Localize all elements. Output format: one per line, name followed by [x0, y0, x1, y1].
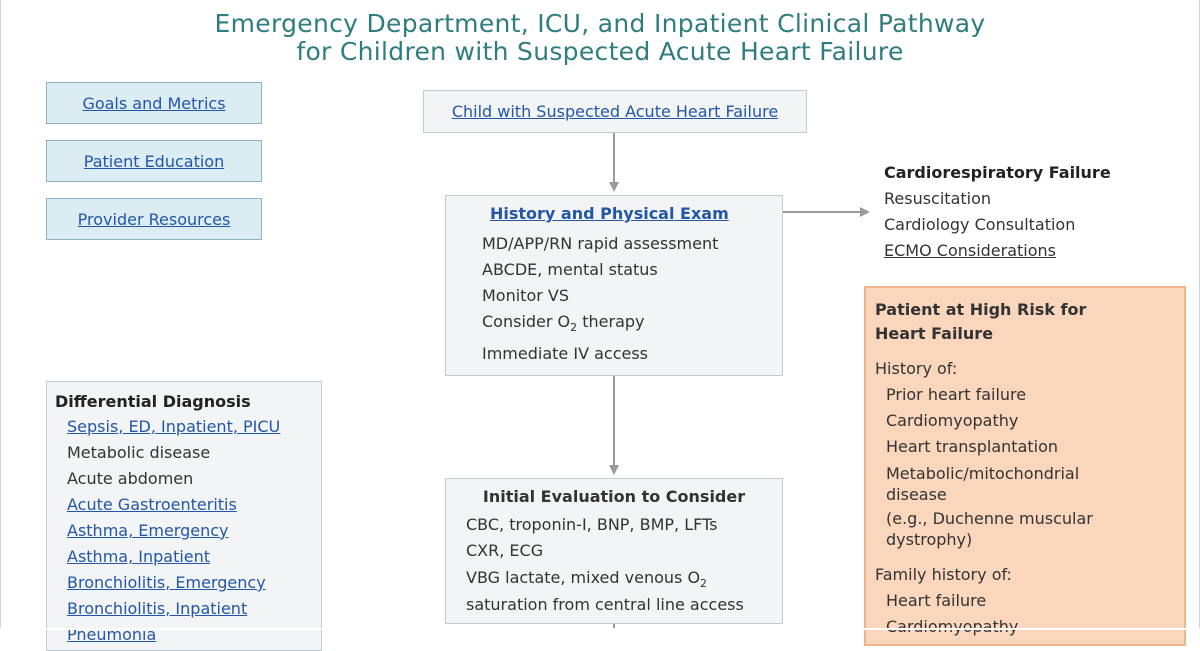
risk-history-item-2: Cardiomyopathy [886, 411, 1019, 430]
vbg-prefix: VBG lactate, mixed venous O [466, 568, 701, 587]
initial-evaluation-box: Initial Evaluation to Consider CBC, trop… [445, 478, 783, 624]
differential-item[interactable]: Bronchiolitis, Inpatient [67, 599, 248, 618]
history-of-label: History of: [875, 359, 958, 378]
family-item-1: Heart failure [886, 591, 987, 610]
differential-title: Differential Diagnosis [55, 392, 251, 411]
cardio-item-2: Cardiology Consultation [884, 215, 1076, 234]
provider-resources-button[interactable]: Provider Resources [46, 198, 262, 240]
differential-item: Acute abdomen [67, 469, 194, 488]
family-item-2: Cardiomyopathy [886, 617, 1019, 636]
initial-item-2: CXR, ECG [466, 541, 544, 560]
vbg-subscript: 2 [700, 577, 708, 591]
vbg-line-2: saturation from central line access [466, 595, 744, 615]
risk-example-item: (e.g., Duchenne muscular dystrophy) [886, 508, 1184, 550]
start-box: Child with Suspected Acute Heart Failure [423, 90, 807, 133]
initial-evaluation-title: Initial Evaluation to Consider [482, 487, 746, 506]
differential-list: Sepsis, ED, Inpatient, PICU Metabolic dis… [55, 414, 321, 648]
cardio-item-1: Resuscitation [884, 189, 992, 208]
patient-education-button[interactable]: Patient Education [46, 140, 262, 182]
risk-history-item-1: Prior heart failure [886, 385, 1027, 404]
page-title: Emergency Department, ICU, and Inpatient… [0, 10, 1200, 66]
metabolic-line-1: Metabolic/mitochondrial [886, 464, 1080, 483]
history-item-2: ABCDE, mental status [482, 260, 658, 279]
history-item-5: Immediate IV access [482, 344, 649, 364]
initial-item-1: CBC, troponin-I, BNP, BMP, LFTs [466, 515, 718, 534]
history-physical-link[interactable]: History and Physical Exam [490, 204, 729, 223]
example-line-2: dystrophy) [886, 530, 973, 549]
history-item-4: Consider O2 therapy [482, 309, 782, 341]
differential-item: Metabolic disease [67, 443, 211, 462]
goals-metrics-button[interactable]: Goals and Metrics [46, 82, 262, 124]
ecmo-link[interactable]: ECMO Considerations [884, 241, 1057, 260]
risk-spacer [875, 550, 1184, 562]
risk-metabolic-item: Metabolic/mitochondrial disease [886, 463, 1184, 505]
family-history-label: Family history of: [875, 565, 1012, 584]
high-risk-title-line-2: Heart Failure [875, 324, 994, 343]
differential-item[interactable]: Pneumonia [67, 625, 157, 644]
risk-history-item-3: Heart transplantation [886, 437, 1059, 456]
page-frame-left [0, 0, 1, 630]
history-physical-box: History and Physical Exam MD/APP/RN rapi… [445, 195, 783, 376]
initial-item-3: VBG lactate, mixed venous O2 saturation … [466, 567, 782, 615]
title-line-2: for Children with Suspected Acute Heart … [296, 37, 904, 66]
o2-tail: therapy [577, 312, 645, 331]
differential-diagnosis-box: Differential Diagnosis Sepsis, ED, Inpat… [46, 381, 322, 651]
history-item-3: Monitor VS [482, 286, 570, 305]
cardio-failure-title: Cardiorespiratory Failure [884, 163, 1111, 182]
differential-item[interactable]: Asthma, Inpatient [67, 547, 211, 566]
differential-item[interactable]: Asthma, Emergency [67, 521, 229, 540]
bottom-edge [0, 628, 1200, 630]
high-risk-title: Patient at High Risk for Heart Failure [875, 298, 1184, 346]
high-risk-title-line-1: Patient at High Risk for [875, 300, 1087, 319]
cardio-failure-section: Cardiorespiratory Failure Resuscitation … [884, 160, 1111, 264]
metabolic-line-2: disease [886, 485, 947, 504]
suspected-heart-failure-link[interactable]: Child with Suspected Acute Heart Failure [451, 102, 779, 121]
example-line-1: (e.g., Duchenne muscular [886, 509, 1093, 528]
high-risk-box: Patient at High Risk for Heart Failure H… [864, 286, 1186, 646]
history-item-1: MD/APP/RN rapid assessment [482, 234, 719, 253]
differential-item[interactable]: Sepsis, ED, Inpatient, PICU [67, 417, 281, 436]
differential-item[interactable]: Acute Gastroenteritis [67, 495, 237, 514]
vbg-line-1: VBG lactate, mixed venous O2 [466, 567, 782, 594]
o2-subscript: 2 [570, 321, 578, 335]
title-line-1: Emergency Department, ICU, and Inpatient… [214, 9, 986, 38]
o2-prefix: Consider O [482, 312, 571, 331]
differential-item[interactable]: Bronchiolitis, Emergency [67, 573, 266, 592]
